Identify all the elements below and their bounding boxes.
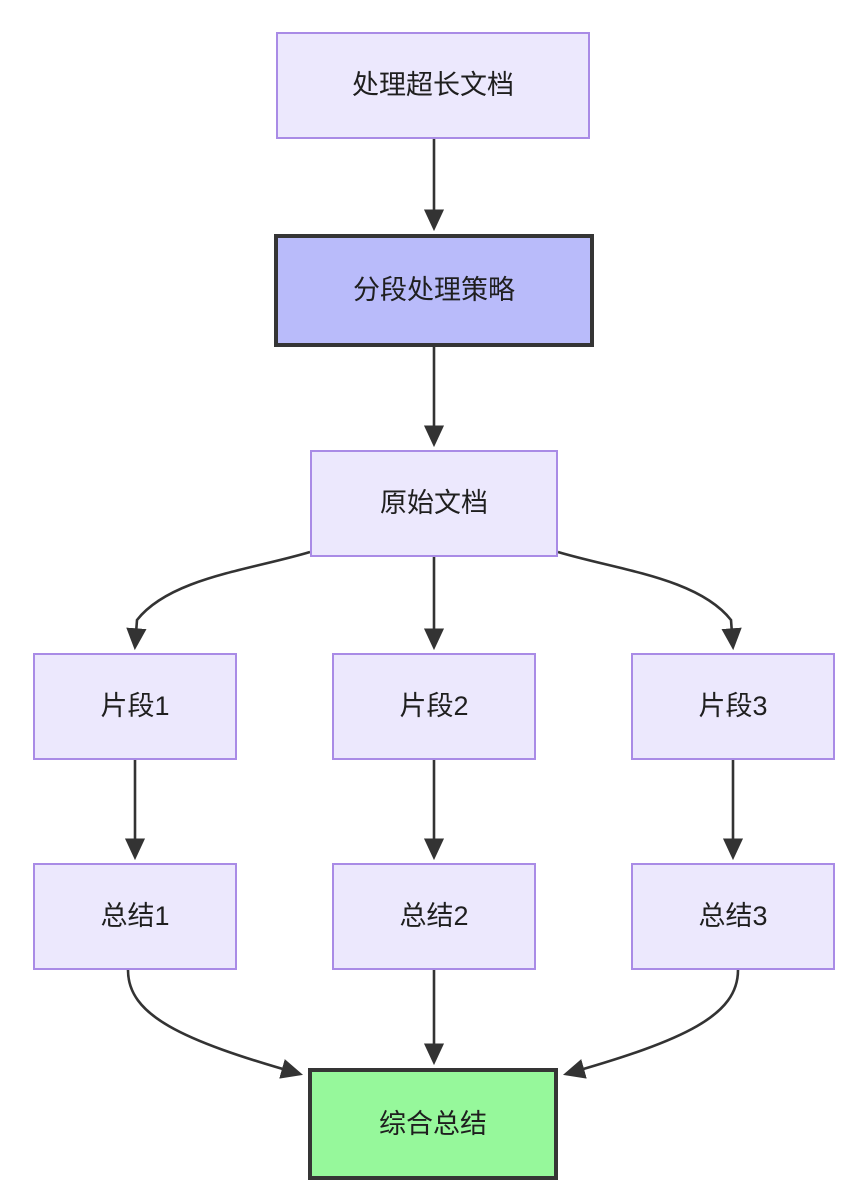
flow-node-n6[interactable]: 片段3 bbox=[631, 653, 835, 760]
flow-node-n8[interactable]: 总结2 bbox=[332, 863, 536, 970]
flow-edge-n7-to-n10 bbox=[126, 969, 304, 1079]
flow-node-label: 片段2 bbox=[399, 691, 469, 722]
flow-edge-n3-to-n4 bbox=[126, 550, 311, 651]
flow-node-label: 处理超长文档 bbox=[352, 70, 514, 101]
flow-node-label: 总结2 bbox=[399, 901, 469, 932]
flow-node-n5[interactable]: 片段2 bbox=[332, 653, 536, 760]
flow-node-n1[interactable]: 处理超长文档 bbox=[276, 32, 590, 139]
flow-node-label: 片段1 bbox=[100, 691, 170, 722]
flow-node-n4[interactable]: 片段1 bbox=[33, 653, 237, 760]
flow-edge-n9-to-n10 bbox=[562, 969, 740, 1079]
flow-node-label: 片段3 bbox=[698, 691, 768, 722]
flow-node-label: 总结1 bbox=[100, 901, 170, 932]
flow-edge-n3-to-n6 bbox=[557, 550, 742, 651]
flow-node-n3[interactable]: 原始文档 bbox=[310, 450, 558, 557]
flow-node-label: 总结3 bbox=[698, 901, 768, 932]
flow-node-n9[interactable]: 总结3 bbox=[631, 863, 835, 970]
flow-node-label: 综合总结 bbox=[379, 1108, 487, 1139]
flow-node-n7[interactable]: 总结1 bbox=[33, 863, 237, 970]
flow-node-label: 原始文档 bbox=[380, 488, 488, 519]
flow-node-n2[interactable]: 分段处理策略 bbox=[274, 234, 594, 347]
flow-node-n10[interactable]: 综合总结 bbox=[308, 1068, 558, 1180]
flow-node-label: 分段处理策略 bbox=[353, 275, 515, 306]
